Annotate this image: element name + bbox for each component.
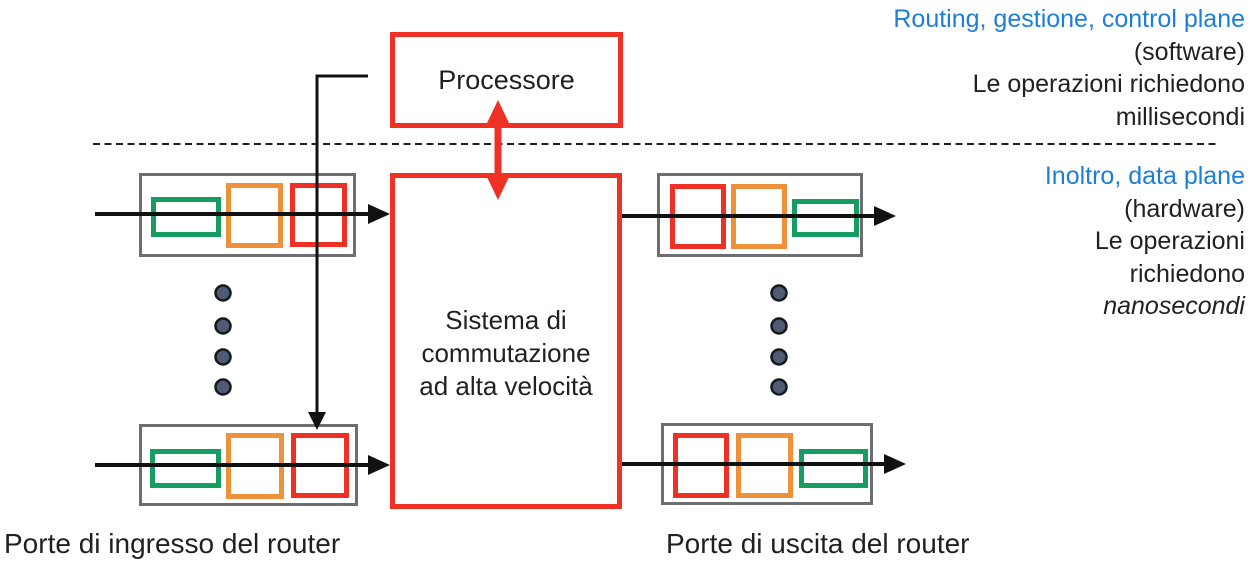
packet-orange-icon	[731, 184, 787, 249]
input-arrow-top-head-icon	[368, 204, 390, 224]
data-plane-note: Inoltro, data plane (hardware) Le operaz…	[1045, 160, 1245, 323]
control-plane-note: Routing, gestione, control plane (softwa…	[893, 3, 1245, 133]
input-arrow-bottom-head-icon	[368, 455, 390, 475]
switching-fabric-label-line1: Sistema di	[445, 304, 567, 335]
packet-orange-icon	[736, 433, 793, 498]
input-ports-ellipsis-dots	[214, 284, 232, 396]
switching-fabric-box: Sistema di commutazione ad alta velocità	[390, 173, 622, 509]
control-plane-title: Routing, gestione, control plane	[893, 5, 1245, 33]
input-port-bottom	[139, 424, 358, 506]
switching-fabric-label-line3: ad alta velocità	[419, 370, 593, 401]
control-plane-note-line4: millisecondi	[1115, 102, 1245, 131]
packet-green-icon	[792, 199, 859, 237]
packet-green-icon	[150, 449, 221, 488]
packet-red-icon	[673, 433, 729, 498]
data-plane-note-line4: richiedono	[1129, 259, 1245, 288]
input-ports-caption: Porte di ingresso del router	[4, 528, 341, 559]
input-port-top	[139, 173, 356, 257]
packet-green-icon	[151, 197, 221, 237]
output-port-top	[657, 173, 863, 257]
output-arrow-top-head-icon	[874, 206, 896, 226]
data-plane-note-line3: Le operazioni	[1094, 227, 1245, 255]
output-ports-caption: Porte di uscita del router	[666, 528, 970, 559]
output-ports-ellipsis-dots	[770, 284, 788, 396]
packet-orange-icon	[226, 433, 284, 499]
data-plane-note-line5: nanosecondi	[1103, 292, 1245, 320]
processor-label: Processore	[438, 64, 575, 95]
data-plane-note-line2: (hardware)	[1124, 194, 1245, 223]
switching-fabric-label-line2: commutazione	[421, 337, 591, 368]
control-plane-note-line2: (software)	[1133, 37, 1245, 66]
data-plane-title: Inoltro, data plane	[1044, 162, 1245, 190]
packet-red-icon	[291, 433, 349, 498]
packet-red-icon	[670, 184, 726, 249]
output-port-bottom	[661, 423, 873, 505]
control-plane-note-line3: Le operazioni richiedono	[972, 70, 1245, 98]
packet-orange-icon	[226, 183, 283, 248]
output-arrow-bottom-head-icon	[884, 454, 906, 474]
packet-green-icon	[799, 449, 868, 488]
packet-red-icon	[290, 183, 347, 247]
processor-box: Processore	[390, 32, 623, 128]
